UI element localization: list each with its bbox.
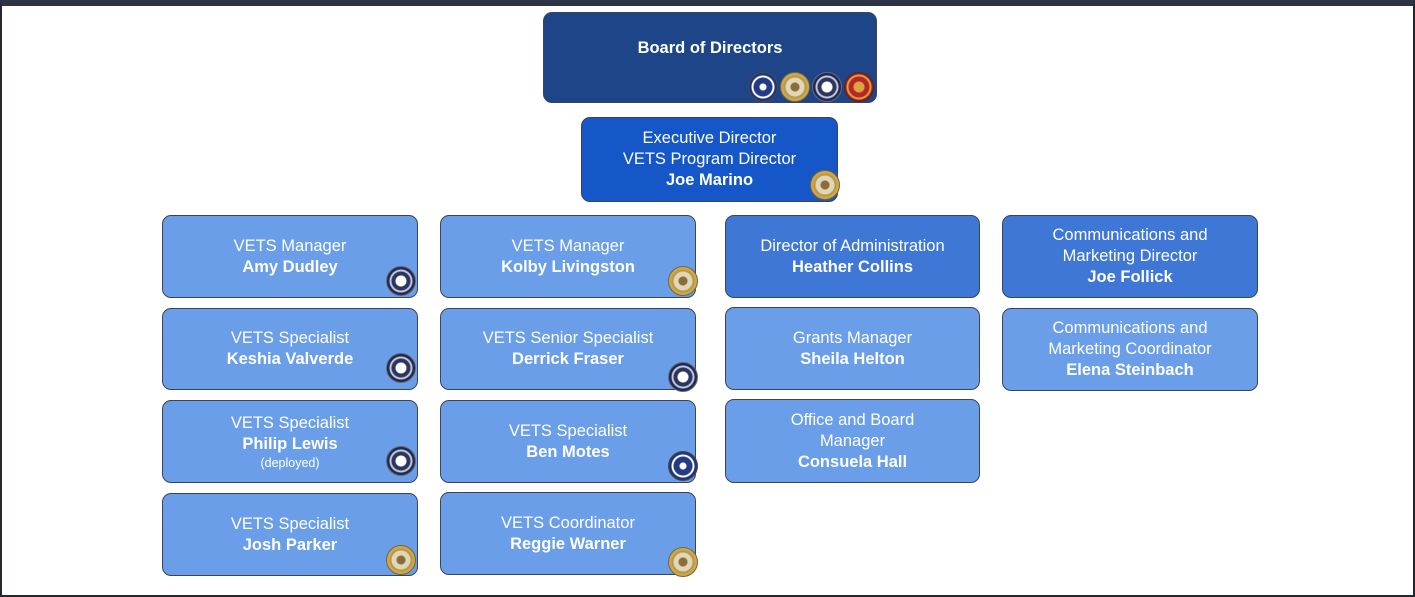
- board-of-directors-box: Board of Directors: [543, 12, 877, 103]
- navy-seal-icon: [812, 72, 842, 102]
- status-note: (deployed): [260, 455, 320, 470]
- executive-name: Joe Marino: [665, 171, 754, 189]
- navy-seal-icon: [386, 266, 416, 296]
- person-name: Joe Follick: [1087, 268, 1173, 286]
- vets-specialist-box: VETS Specialist Philip Lewis (deployed): [162, 400, 418, 483]
- army-seal-icon: [386, 545, 416, 575]
- role-label-line1: Communications and: [1052, 319, 1208, 337]
- vets-specialist-box: VETS Specialist Josh Parker: [162, 493, 418, 576]
- role-label: VETS Manager: [233, 236, 347, 255]
- role-label: VETS Specialist: [230, 413, 350, 432]
- role-label: VETS Specialist: [230, 329, 350, 347]
- navy-seal-icon: [386, 446, 416, 476]
- board-title: Board of Directors: [637, 39, 783, 57]
- air-force-seal-icon: [668, 451, 698, 481]
- vets-manager-box: VETS Manager Kolby Livingston: [440, 215, 698, 298]
- army-seal-icon: [668, 547, 698, 577]
- person-name: Keshia Valverde: [226, 350, 354, 368]
- person-name: Josh Parker: [242, 535, 338, 554]
- grants-manager-box: Grants Manager Sheila Helton: [725, 307, 980, 390]
- person-name: Sheila Helton: [800, 349, 905, 368]
- person-name: Kolby Livingston: [501, 257, 635, 276]
- role-label-line2: Marketing Director: [1062, 247, 1198, 265]
- person-name: Reggie Warner: [510, 534, 626, 553]
- executive-title-line2: VETS Program Director: [622, 150, 797, 168]
- director-of-administration-box: Director of Administration Heather Colli…: [725, 215, 980, 298]
- executive-title-line1: Executive Director: [642, 129, 777, 147]
- vets-coordinator-box: VETS Coordinator Reggie Warner: [440, 492, 698, 577]
- person-name: Heather Collins: [791, 257, 914, 276]
- army-seal-icon: [668, 266, 698, 296]
- role-label: Grants Manager: [792, 328, 913, 347]
- role-label-line1: Communications and: [1052, 226, 1208, 244]
- office-and-board-manager-box: Office and Board Manager Consuela Hall: [725, 399, 980, 483]
- person-name: Derrick Fraser: [512, 350, 624, 368]
- role-label: VETS Senior Specialist: [482, 329, 654, 347]
- person-name: Elena Steinbach: [1066, 361, 1194, 379]
- army-seal-icon: [780, 72, 810, 102]
- air-force-seal-icon: [748, 72, 778, 102]
- role-label-line2: Manager: [819, 431, 886, 450]
- role-label: VETS Specialist: [230, 514, 350, 533]
- role-label-line2: Marketing Coordinator: [1048, 340, 1212, 358]
- communications-marketing-coordinator-box: Communications and Marketing Coordinator…: [1002, 308, 1258, 391]
- vets-manager-box: VETS Manager Amy Dudley: [162, 215, 418, 298]
- person-name: Amy Dudley: [242, 257, 338, 276]
- role-label: Director of Administration: [760, 236, 945, 255]
- army-seal-icon: [810, 170, 840, 200]
- navy-seal-icon: [386, 353, 416, 383]
- person-name: Philip Lewis: [242, 434, 338, 453]
- person-name: Ben Motes: [526, 442, 610, 461]
- role-label: VETS Manager: [511, 236, 625, 255]
- navy-seal-icon: [668, 362, 698, 392]
- role-label: VETS Coordinator: [501, 513, 635, 532]
- vets-specialist-box: VETS Specialist Keshia Valverde: [162, 308, 418, 390]
- executive-director-box: Executive Director VETS Program Director…: [581, 117, 840, 202]
- role-label-line1: Office and Board: [790, 410, 915, 429]
- board-seals: [748, 72, 874, 102]
- communications-marketing-director-box: Communications and Marketing Director Jo…: [1002, 215, 1258, 298]
- marine-corps-seal-icon: [844, 72, 874, 102]
- person-name: Consuela Hall: [797, 452, 908, 471]
- vets-specialist-box: VETS Specialist Ben Motes: [440, 400, 698, 483]
- vets-senior-specialist-box: VETS Senior Specialist Derrick Fraser: [440, 308, 698, 392]
- role-label: VETS Specialist: [508, 421, 628, 440]
